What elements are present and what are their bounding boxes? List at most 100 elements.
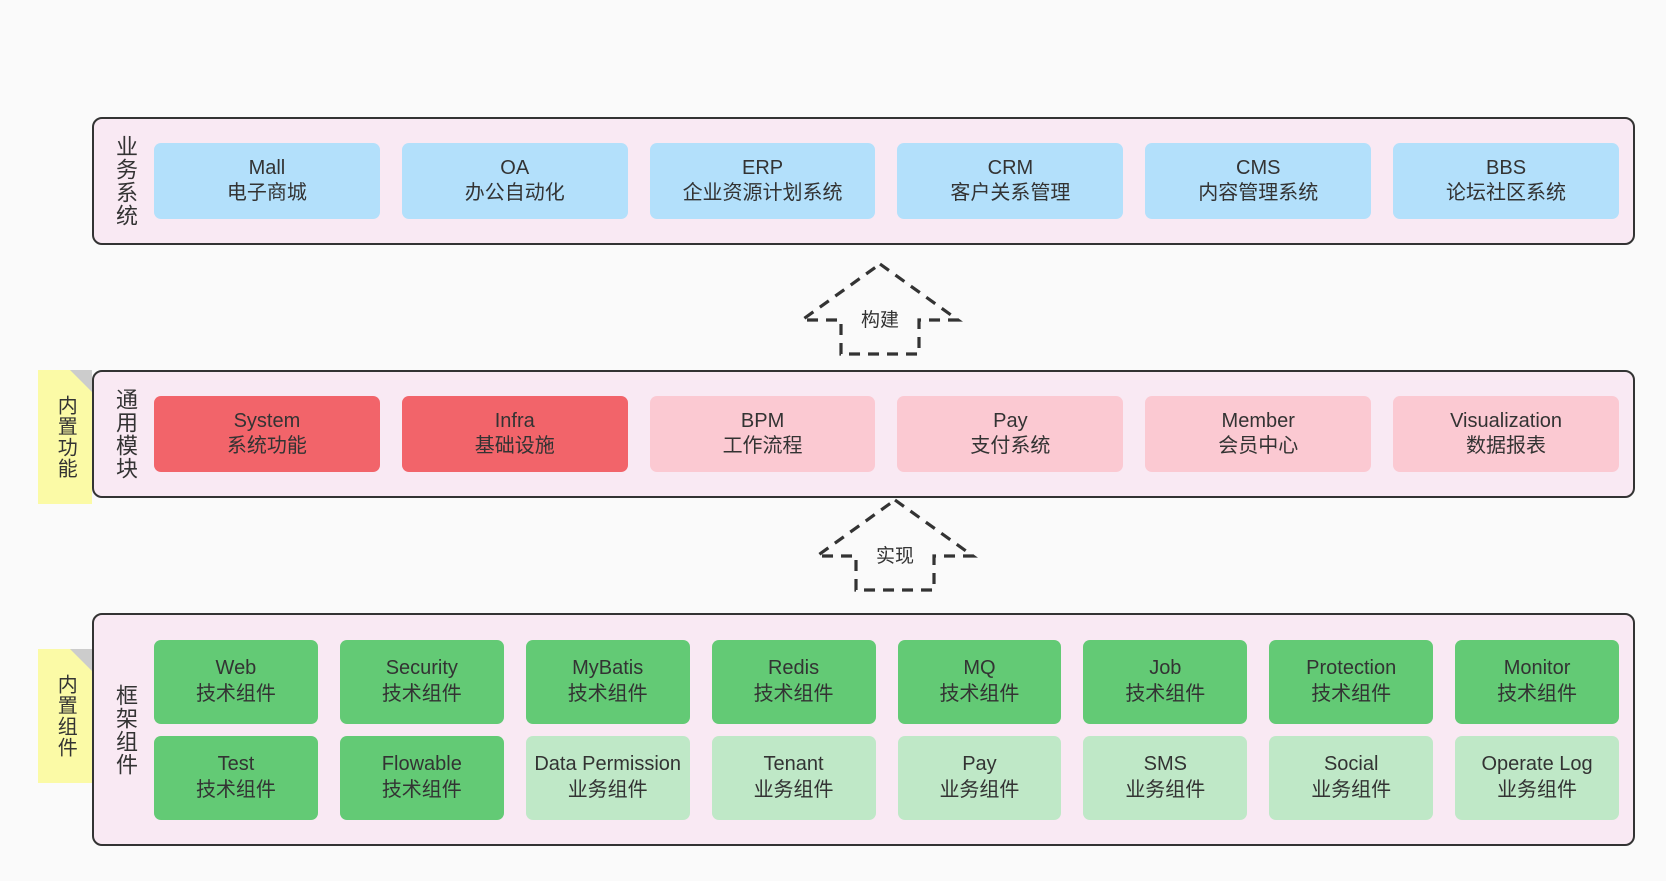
card-title: BPM bbox=[740, 409, 785, 432]
card-subtitle: 工作流程 bbox=[722, 435, 803, 457]
card-security[interactable]: Security 技术组件 bbox=[339, 639, 504, 724]
card-title: Member bbox=[1221, 409, 1295, 432]
card-subtitle: 论坛社区系统 bbox=[1446, 182, 1567, 204]
dashed-block-arrow-up-icon bbox=[812, 498, 978, 592]
card-protection[interactable]: Protection 技术组件 bbox=[1269, 639, 1434, 724]
note-builtin-components: 内置组件 bbox=[38, 649, 92, 783]
card-title: Pay bbox=[962, 753, 997, 776]
card-subtitle: 支付系统 bbox=[970, 435, 1051, 457]
card-subtitle: 技术组件 bbox=[1497, 682, 1578, 705]
card-erp[interactable]: ERP 企业资源计划系统 bbox=[649, 143, 876, 219]
card-monitor[interactable]: Monitor 技术组件 bbox=[1455, 639, 1619, 724]
layer-label-framework: 框架组件 bbox=[112, 683, 138, 776]
card-pay[interactable]: Pay 支付系统 bbox=[897, 396, 1124, 472]
card-member[interactable]: Member 会员中心 bbox=[1145, 396, 1372, 472]
card-subtitle: 数据报表 bbox=[1466, 435, 1547, 457]
layer-common-modules: 通用模块 System 系统功能 Infra 基础设施 BPM 工作流程 Pay… bbox=[92, 370, 1635, 498]
card-title: Redis bbox=[767, 657, 820, 680]
card-title: Protection bbox=[1306, 657, 1397, 680]
card-bpm[interactable]: BPM 工作流程 bbox=[649, 396, 876, 472]
card-title: Flowable bbox=[381, 753, 462, 776]
card-flowable[interactable]: Flowable 技术组件 bbox=[339, 735, 504, 820]
layer-cards-framework: Web 技术组件 Security 技术组件 MyBatis 技术组件 Redi… bbox=[148, 639, 1633, 820]
card-subtitle: 技术组件 bbox=[939, 682, 1020, 705]
card-mybatis[interactable]: MyBatis 技术组件 bbox=[525, 639, 690, 724]
card-title: Social bbox=[1323, 753, 1379, 776]
note-fold-corner-icon bbox=[70, 370, 92, 392]
card-subtitle: 业务组件 bbox=[1311, 778, 1392, 801]
card-subtitle: 内容管理系统 bbox=[1198, 182, 1319, 204]
dashed-block-arrow-up-icon bbox=[797, 262, 963, 356]
note-fold-corner-icon bbox=[70, 649, 92, 671]
card-subtitle: 技术组件 bbox=[381, 778, 462, 801]
card-infra[interactable]: Infra 基础设施 bbox=[401, 396, 628, 472]
card-tenant[interactable]: Tenant 业务组件 bbox=[711, 735, 876, 820]
note-builtin-features: 内置功能 bbox=[38, 370, 92, 504]
card-bbs[interactable]: BBS 论坛社区系统 bbox=[1393, 143, 1619, 219]
card-title: MyBatis bbox=[572, 657, 644, 680]
card-system[interactable]: System 系统功能 bbox=[154, 396, 380, 472]
layer-label-common: 通用模块 bbox=[112, 388, 138, 480]
card-crm[interactable]: CRM 客户关系管理 bbox=[897, 143, 1124, 219]
card-title: System bbox=[233, 409, 301, 432]
card-title: Monitor bbox=[1503, 657, 1571, 680]
connector-label-implement: 实现 bbox=[875, 546, 914, 567]
card-row: System 系统功能 Infra 基础设施 BPM 工作流程 Pay 支付系统… bbox=[154, 396, 1619, 472]
card-sms[interactable]: SMS 业务组件 bbox=[1083, 735, 1248, 820]
card-subtitle: 业务组件 bbox=[939, 778, 1020, 801]
card-title: BBS bbox=[1486, 156, 1527, 179]
card-title: CRM bbox=[987, 156, 1034, 179]
card-row: Mall 电子商城 OA 办公自动化 ERP 企业资源计划系统 CRM 客户关系… bbox=[154, 143, 1619, 219]
card-title: Test bbox=[217, 753, 255, 776]
card-subtitle: 业务组件 bbox=[567, 778, 648, 801]
card-mall[interactable]: Mall 电子商城 bbox=[154, 143, 380, 219]
card-mq[interactable]: MQ 技术组件 bbox=[897, 639, 1062, 724]
card-title: OA bbox=[500, 156, 530, 179]
card-title: Infra bbox=[494, 409, 535, 432]
card-test[interactable]: Test 技术组件 bbox=[154, 735, 318, 820]
card-title: Tenant bbox=[763, 753, 824, 776]
layer-cards-business: Mall 电子商城 OA 办公自动化 ERP 企业资源计划系统 CRM 客户关系… bbox=[148, 143, 1633, 219]
card-subtitle: 技术组件 bbox=[195, 778, 276, 801]
layer-framework-components: 框架组件 Web 技术组件 Security 技术组件 MyBatis 技术组件… bbox=[92, 613, 1635, 846]
card-title: Data Permission bbox=[534, 753, 682, 776]
card-oa[interactable]: OA 办公自动化 bbox=[401, 143, 628, 219]
card-subtitle: 会员中心 bbox=[1218, 435, 1299, 457]
card-job[interactable]: Job 技术组件 bbox=[1083, 639, 1248, 724]
card-subtitle: 业务组件 bbox=[753, 778, 834, 801]
card-title: MQ bbox=[963, 657, 996, 680]
card-subtitle: 技术组件 bbox=[1125, 682, 1206, 705]
card-data-permission[interactable]: Data Permission 业务组件 bbox=[525, 735, 690, 820]
card-subtitle: 技术组件 bbox=[1311, 682, 1392, 705]
card-row: Web 技术组件 Security 技术组件 MyBatis 技术组件 Redi… bbox=[154, 639, 1619, 724]
card-title: Operate Log bbox=[1481, 753, 1593, 776]
card-title: Web bbox=[215, 657, 257, 680]
card-subtitle: 客户关系管理 bbox=[950, 182, 1071, 204]
note-text: 内置组件 bbox=[54, 674, 77, 758]
card-subtitle: 技术组件 bbox=[753, 682, 834, 705]
note-text: 内置功能 bbox=[54, 395, 77, 479]
card-subtitle: 企业资源计划系统 bbox=[682, 182, 843, 204]
card-pay-business[interactable]: Pay 业务组件 bbox=[897, 735, 1062, 820]
connector-implement: 实现 bbox=[810, 494, 980, 594]
card-title: Pay bbox=[993, 409, 1028, 432]
card-operate-log[interactable]: Operate Log 业务组件 bbox=[1455, 735, 1619, 820]
card-web[interactable]: Web 技术组件 bbox=[154, 639, 318, 724]
card-title: ERP bbox=[742, 156, 784, 179]
connector-build: 构建 bbox=[795, 258, 965, 358]
card-title: Security bbox=[385, 657, 458, 680]
card-redis[interactable]: Redis 技术组件 bbox=[711, 639, 876, 724]
card-row: Test 技术组件 Flowable 技术组件 Data Permission … bbox=[154, 735, 1619, 820]
card-subtitle: 技术组件 bbox=[195, 682, 276, 705]
card-visualization[interactable]: Visualization 数据报表 bbox=[1393, 396, 1619, 472]
card-cms[interactable]: CMS 内容管理系统 bbox=[1145, 143, 1372, 219]
card-subtitle: 电子商城 bbox=[226, 182, 307, 204]
card-subtitle: 业务组件 bbox=[1125, 778, 1206, 801]
card-title: CMS bbox=[1236, 156, 1281, 179]
card-social[interactable]: Social 业务组件 bbox=[1269, 735, 1434, 820]
card-subtitle: 技术组件 bbox=[381, 682, 462, 705]
card-subtitle: 业务组件 bbox=[1497, 778, 1578, 801]
layer-label-business: 业务系统 bbox=[112, 135, 138, 227]
card-title: Job bbox=[1149, 657, 1182, 680]
card-subtitle: 技术组件 bbox=[567, 682, 648, 705]
